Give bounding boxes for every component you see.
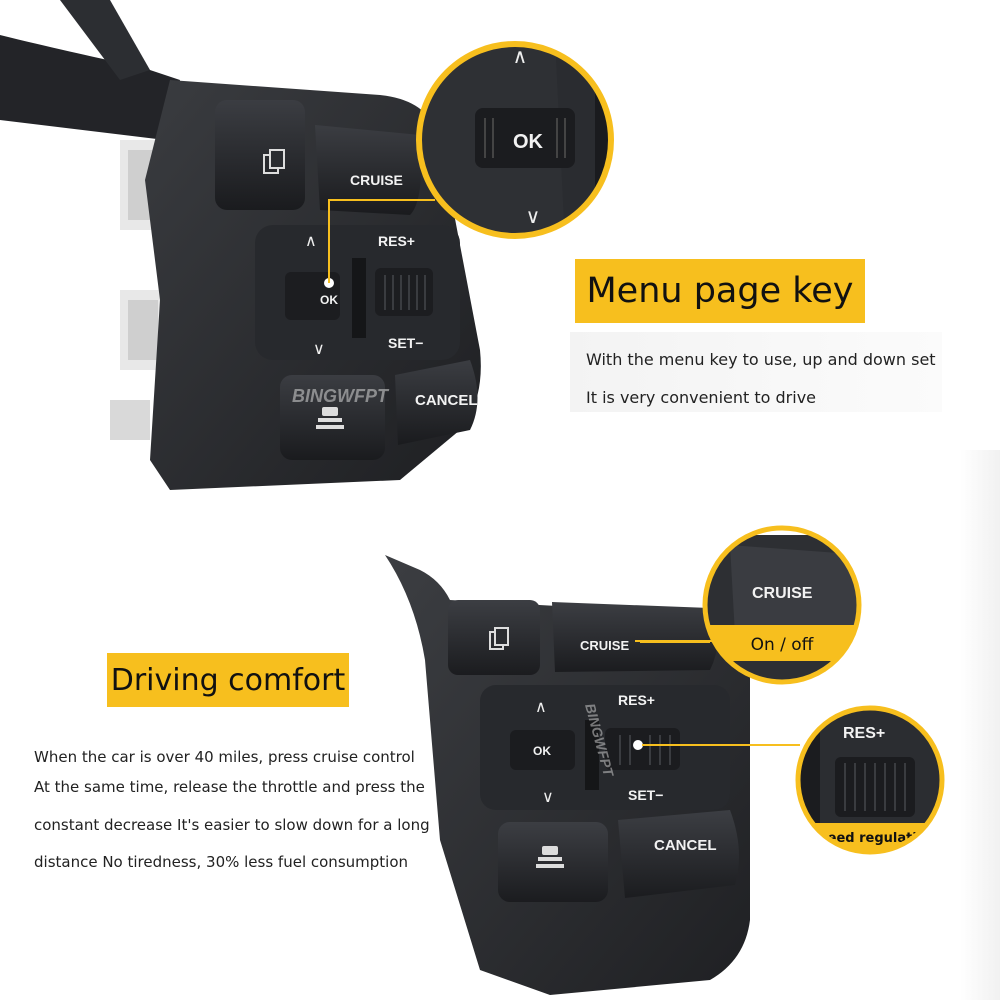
top-desc-line-2: It is very convenient to drive: [586, 388, 816, 407]
bottom-lane-button: [498, 822, 608, 902]
bottom-desc-line-1: When the car is over 40 miles, press cru…: [34, 748, 415, 766]
top-cruise-label: CRUISE: [350, 172, 403, 188]
bottom-cruise-button: [552, 602, 718, 672]
top-heading-box: Menu page key: [575, 259, 865, 323]
top-up-arrow-icon: ∧: [305, 233, 317, 250]
bottom-up-arrow-icon: ∧: [535, 699, 547, 716]
zoom-ok-label: OK: [513, 131, 544, 153]
bottom-heading-box: Driving comfort: [107, 653, 349, 707]
top-zoom-circle: ∧ ∨ OK: [416, 41, 614, 239]
callout-cruise-label: CRUISE: [752, 585, 813, 602]
top-heading: Menu page key: [586, 271, 854, 311]
bottom-cruise-label: CRUISE: [580, 638, 629, 653]
top-desc-line-1: With the menu key to use, up and down se…: [586, 350, 936, 369]
top-cancel-label: CANCEL: [415, 392, 478, 409]
bottom-ok-label: OK: [533, 744, 551, 758]
top-lane-button: [280, 375, 385, 460]
zoom-down-arrow-icon: ∨: [526, 206, 541, 228]
bottom-controller-image: CRUISE ∧ ∨ RES+ SET− OK CANCEL BINGWFPT: [385, 555, 800, 995]
bottom-menu-icon: [489, 627, 509, 650]
bottom-desc-line-3: constant decrease It's easier to slow do…: [34, 816, 430, 834]
top-callout-line: [328, 199, 435, 283]
bottom-cancel-button: [618, 810, 739, 898]
cruise-zoom-circle: CRUISE On / off: [702, 525, 862, 685]
bottom-cancel-label: CANCEL: [654, 837, 717, 854]
bottom-res-label: RES+: [618, 692, 655, 708]
bottom-desc-line-2: At the same time, release the throttle a…: [34, 778, 425, 796]
bottom-heading: Driving comfort: [110, 662, 346, 698]
res-zoom-circle: RES+ Speed regulation: [795, 705, 945, 855]
zoom-up-arrow-icon: ∧: [513, 46, 528, 68]
bottom-ok-wheel: [510, 730, 575, 770]
top-cruise-button: [315, 125, 422, 215]
top-description-panel: [570, 332, 942, 412]
top-set-label: SET−: [388, 335, 423, 351]
top-ok-label: OK: [320, 293, 338, 307]
bottom-down-arrow-icon: ∨: [542, 789, 554, 806]
zoom-ok-button: [475, 108, 575, 168]
bottom-lane-assist-icon: [536, 846, 564, 868]
top-lane-assist-icon: [316, 407, 344, 429]
callout-cruise-caption: On / off: [751, 635, 815, 655]
steering-arm: [0, 35, 180, 140]
top-menu-icon: [263, 149, 285, 174]
bottom-speed-marker: [633, 740, 643, 750]
bottom-desc-line-4: distance No tiredness, 30% less fuel con…: [34, 853, 409, 871]
bottom-set-label: SET−: [628, 787, 663, 803]
top-menu-button: [215, 100, 305, 210]
top-speed-wheel: [375, 268, 433, 316]
cruise-callout-extension: [640, 641, 710, 643]
top-cancel-button: [395, 360, 478, 445]
callout-res-label: RES+: [843, 725, 885, 742]
right-edge-shade: [960, 450, 1000, 1000]
top-res-label: RES+: [378, 233, 415, 249]
bottom-speed-wheel: [605, 728, 680, 770]
top-watermark: BINGWFPT: [292, 386, 390, 406]
top-down-arrow-icon: ∨: [313, 341, 325, 358]
top-controller-image: CRUISE ∧ ∨ RES+ SET− OK CANCEL BINGWFPT: [0, 0, 481, 490]
